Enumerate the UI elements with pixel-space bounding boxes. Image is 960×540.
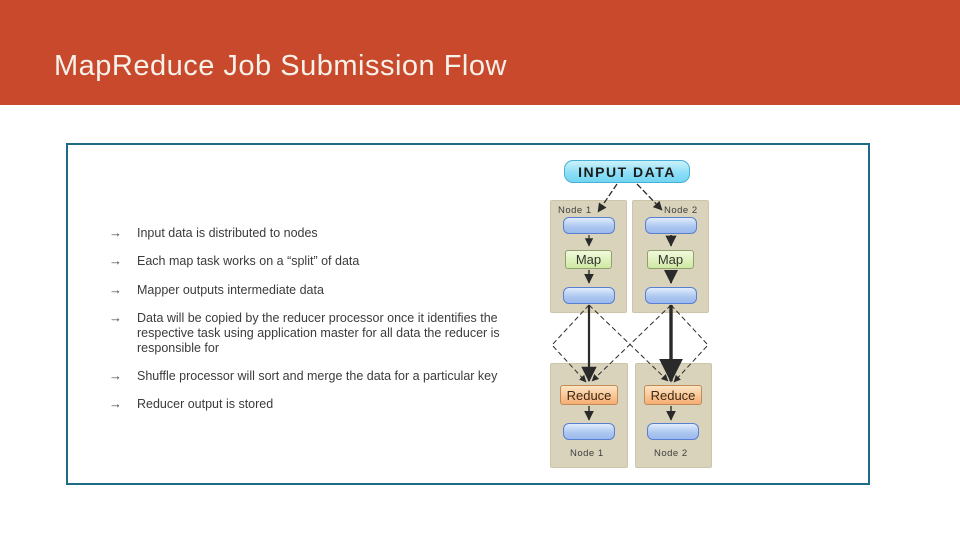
- node1-top-label: Node 1: [558, 205, 592, 216]
- slide-header: MapReduce Job Submission Flow: [0, 0, 960, 105]
- list-item: → Data will be copied by the reducer pro…: [109, 311, 535, 356]
- bullet-text: Data will be copied by the reducer proce…: [137, 311, 500, 355]
- node1-intermediate-box: [563, 287, 615, 304]
- list-item: → Shuffle processor will sort and merge …: [109, 369, 497, 384]
- bullet-arrow-icon: →: [109, 368, 122, 383]
- bullet-text: Each map task works on a “split” of data: [137, 254, 360, 268]
- node1-reduce-box: Reduce: [560, 385, 618, 405]
- page-title: MapReduce Job Submission Flow: [54, 50, 507, 82]
- mapreduce-flow-diagram: INPUT DATA Node 1 Node 2 Map Map Reduce …: [540, 150, 750, 485]
- bullet-arrow-icon: →: [109, 396, 122, 411]
- node1-input-split-box: [563, 217, 615, 234]
- bullet-text: Input data is distributed to nodes: [137, 226, 318, 240]
- node2-bottom-label: Node 2: [654, 448, 688, 459]
- node1-bottom-label: Node 1: [570, 448, 604, 459]
- list-item: → Input data is distributed to nodes: [109, 226, 318, 241]
- node2-input-split-box: [645, 217, 697, 234]
- input-data-box: INPUT DATA: [564, 160, 690, 183]
- content-box: → Input data is distributed to nodes → E…: [66, 143, 870, 485]
- node2-reduce-box: Reduce: [644, 385, 702, 405]
- node1-map-box: Map: [565, 250, 612, 269]
- bullet-arrow-icon: →: [109, 253, 122, 268]
- bullet-text: Reducer output is stored: [137, 397, 274, 411]
- node2-top-label: Node 2: [664, 205, 698, 216]
- node1-output-box: [563, 423, 615, 440]
- bullet-list: → Input data is distributed to nodes → E…: [68, 145, 868, 483]
- node2-intermediate-box: [645, 287, 697, 304]
- list-item: → Reducer output is stored: [109, 397, 273, 412]
- bullet-text: Mapper outputs intermediate data: [137, 283, 324, 297]
- node2-output-box: [647, 423, 699, 440]
- list-item: → Mapper outputs intermediate data: [109, 283, 324, 298]
- bullet-arrow-icon: →: [109, 225, 122, 240]
- bullet-arrow-icon: →: [109, 310, 122, 325]
- bullet-text: Shuffle processor will sort and merge th…: [137, 369, 498, 383]
- node2-map-box: Map: [647, 250, 694, 269]
- bullet-arrow-icon: →: [109, 282, 122, 297]
- list-item: → Each map task works on a “split” of da…: [109, 254, 359, 269]
